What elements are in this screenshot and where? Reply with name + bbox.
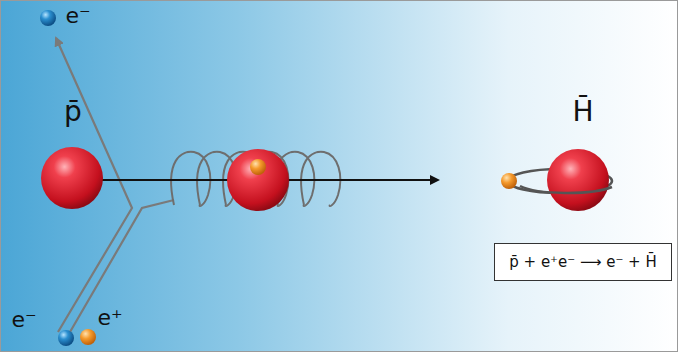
positron xyxy=(250,159,266,175)
orbit-front xyxy=(520,186,612,193)
particle-label: e⁻ xyxy=(65,4,90,28)
particle-label: p̄ xyxy=(64,97,82,128)
equation-box: p̄ + e⁺e⁻ ⟶ e⁻ + H̄ xyxy=(494,243,672,281)
electron xyxy=(40,10,56,26)
electron xyxy=(58,330,74,346)
antiproton xyxy=(41,147,103,209)
antiproton xyxy=(547,149,609,211)
positron xyxy=(80,329,96,345)
positron xyxy=(501,173,517,189)
particle-label: e⁺ xyxy=(97,306,122,330)
particle-label: H̄ xyxy=(572,97,593,128)
positron-track xyxy=(70,200,174,332)
antiproton xyxy=(227,149,289,211)
equation-text: p̄ + e⁺e⁻ ⟶ e⁻ + H̄ xyxy=(509,253,657,271)
particle-label: e⁻ xyxy=(11,308,36,332)
